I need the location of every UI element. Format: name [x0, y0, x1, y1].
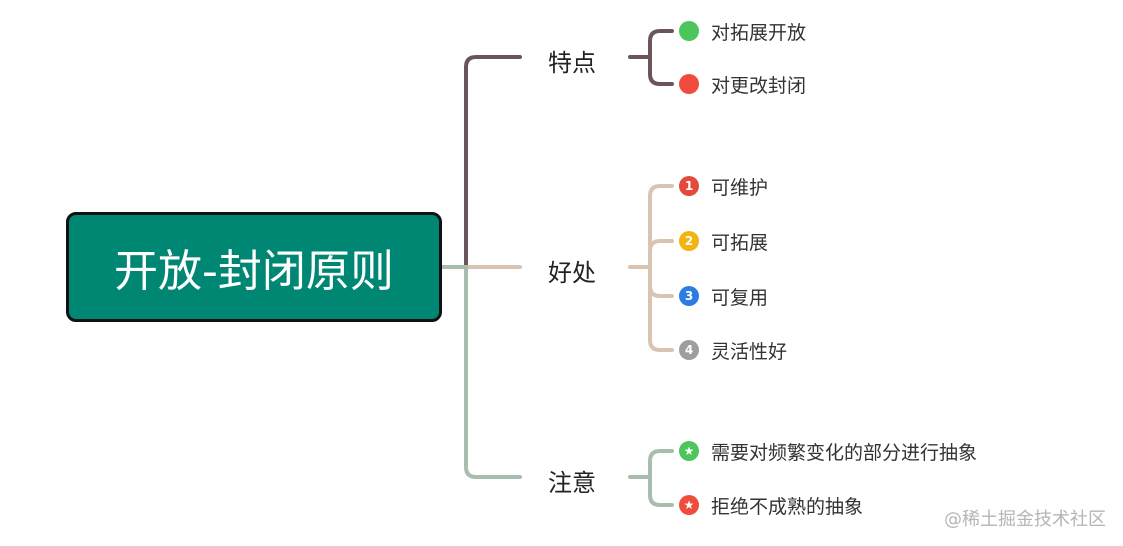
green-star-icon: ★	[679, 441, 699, 461]
leaf-connector	[648, 265, 674, 352]
number-2-icon: 2	[679, 231, 699, 251]
leaf-connector	[648, 265, 674, 298]
leaf-label: 对拓展开放	[711, 21, 807, 44]
number-4-icon: 4	[679, 340, 699, 360]
leaf-connector	[648, 29, 674, 59]
leaf-flexible[interactable]: 4 灵活性好	[679, 338, 788, 363]
branch-connector	[440, 265, 522, 479]
root-node[interactable]: 开放-封闭原则	[66, 212, 442, 322]
leaf-extensible[interactable]: 2 可拓展	[679, 229, 769, 254]
branch-connector	[440, 55, 522, 269]
leaf-abstract-changing-parts[interactable]: ★ 需要对频繁变化的部分进行抽象	[679, 439, 978, 464]
leaf-connector	[648, 55, 674, 86]
leaf-closed-for-modification[interactable]: 对更改封闭	[679, 72, 807, 97]
leaf-label: 灵活性好	[711, 340, 788, 363]
root-node-label: 开放-封闭原则	[114, 246, 394, 297]
leaf-open-for-extension[interactable]: 对拓展开放	[679, 19, 807, 44]
branch-notes[interactable]: 注意	[548, 463, 596, 498]
branch-features-label: 特点	[548, 49, 596, 77]
branch-features[interactable]: 特点	[548, 43, 596, 78]
leaf-reject-premature-abstraction[interactable]: ★ 拒绝不成熟的抽象	[679, 493, 864, 518]
leaf-maintainable[interactable]: 1 可维护	[679, 174, 769, 199]
leaf-connector	[648, 449, 674, 479]
branch-benefits[interactable]: 好处	[548, 253, 596, 288]
leaf-label: 需要对频繁变化的部分进行抽象	[711, 441, 978, 464]
leaf-connector	[648, 475, 674, 507]
leaf-reusable[interactable]: 3 可复用	[679, 284, 769, 309]
leaf-label: 对更改封闭	[711, 74, 807, 97]
leaf-label: 可拓展	[711, 231, 769, 254]
leaf-connector	[648, 184, 674, 269]
leaf-label: 拒绝不成熟的抽象	[711, 495, 864, 518]
leaf-label: 可维护	[711, 176, 769, 199]
red-star-icon: ★	[679, 495, 699, 515]
leaf-connector	[648, 239, 674, 269]
number-3-icon: 3	[679, 286, 699, 306]
red-dot-icon	[679, 74, 699, 94]
leaf-label: 可复用	[711, 286, 769, 309]
watermark: @稀土掘金技术社区	[944, 509, 1106, 530]
branch-notes-label: 注意	[548, 469, 596, 497]
green-dot-icon	[679, 21, 699, 41]
number-1-icon: 1	[679, 176, 699, 196]
branch-benefits-label: 好处	[548, 259, 596, 287]
